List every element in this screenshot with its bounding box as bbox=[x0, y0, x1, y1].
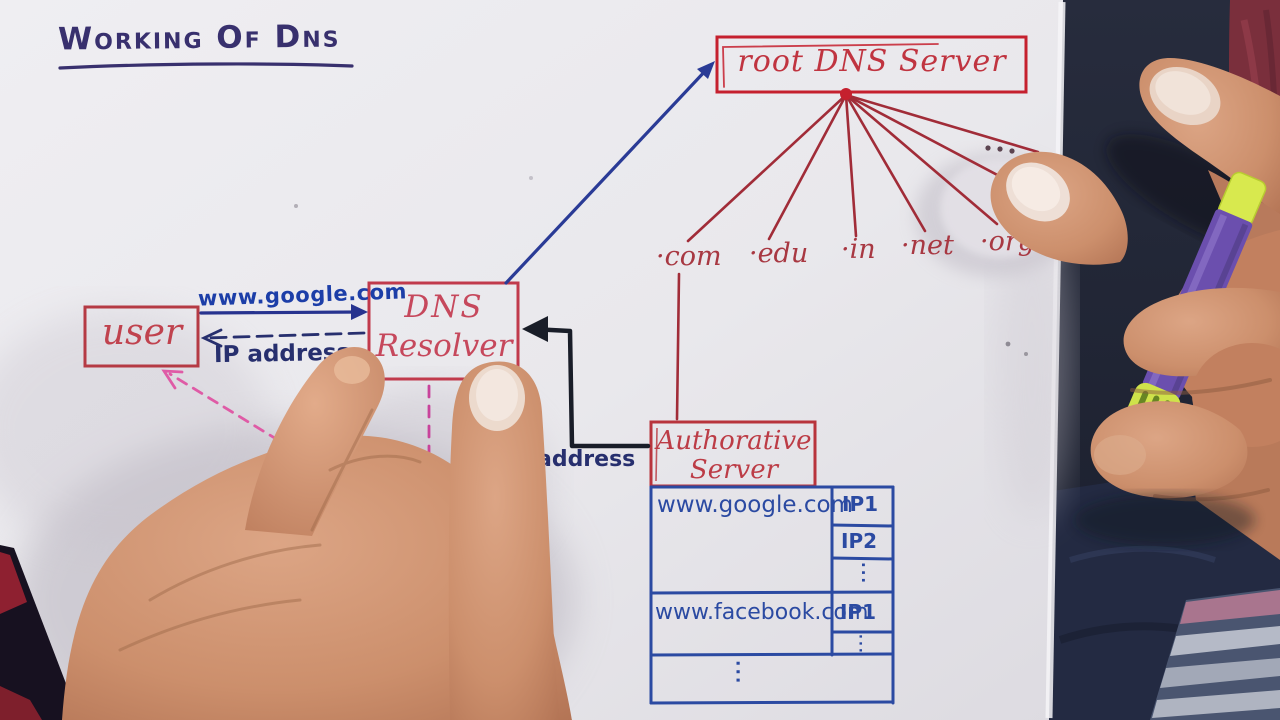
tld-label-net: ·net bbox=[901, 230, 954, 261]
com-to-authoritative-line bbox=[675, 272, 681, 421]
resolver-to-root-arrow bbox=[504, 61, 715, 285]
record-google-ip1: IP1 bbox=[842, 492, 879, 516]
response-arrow bbox=[200, 328, 366, 348]
record-facebook-domain: www.facebook.com bbox=[655, 600, 869, 625]
user-box-label: user bbox=[101, 312, 183, 353]
tld-label-edu: ·edu bbox=[749, 238, 809, 269]
dns-cache-label: DNS bbox=[380, 524, 460, 564]
record-google-domain: www.google.com bbox=[657, 492, 853, 518]
tld-label-in: ·in bbox=[841, 234, 876, 265]
diagram-title: Working Of Dns bbox=[57, 18, 341, 58]
record-facebook-more-dots: ··· bbox=[852, 634, 867, 655]
record-google-ip2: IP2 bbox=[841, 529, 878, 553]
user-box bbox=[83, 305, 200, 368]
title-underline bbox=[58, 62, 354, 70]
fan-origin-dot bbox=[840, 88, 852, 100]
query-arrow bbox=[199, 304, 368, 320]
dns-resolver-label-line1: DNS bbox=[404, 289, 484, 325]
root-dns-server-label: root DNS Server bbox=[737, 44, 1007, 79]
record-facebook-ip1: IP1 bbox=[840, 600, 877, 624]
record-more-rows-dots: ··· bbox=[727, 660, 747, 686]
root-dns-server-box bbox=[715, 35, 1028, 94]
record-google-more-dots: ··· bbox=[854, 562, 872, 586]
tld-label-org: ·org bbox=[980, 226, 1036, 257]
auth-ip-address-label: IP address bbox=[505, 447, 636, 472]
tld-label-partial: g bbox=[1008, 190, 1027, 224]
authoritative-server-label-line2: Server bbox=[689, 455, 779, 485]
striped-fabric bbox=[1150, 588, 1280, 720]
tld-label-com: ·com bbox=[656, 241, 722, 272]
table-edge-strip bbox=[0, 545, 80, 720]
records-table-grid bbox=[649, 485, 895, 705]
auth-to-resolver-arrow bbox=[522, 316, 651, 449]
dns-resolver-box bbox=[367, 281, 520, 381]
ip-address-label: IP address bbox=[213, 339, 351, 369]
dns-resolver-label-line2: Resolver bbox=[375, 328, 513, 364]
authoritative-server-label-line1: Authorative bbox=[656, 426, 812, 456]
